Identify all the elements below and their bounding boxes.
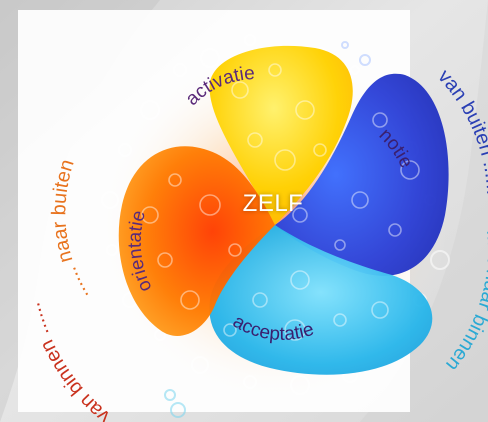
outer-label-naar-buiten: ...... naar buiten xyxy=(48,157,93,305)
outer-label-van-binnen-dots: ...... xyxy=(22,300,53,339)
outer-label-naar-buiten-dots: ...... xyxy=(59,264,94,305)
inner-bubble-texture xyxy=(141,63,420,341)
center-label-zelf: ZELF xyxy=(242,190,304,217)
petal-orientatie xyxy=(118,146,275,336)
outer-label-van-binnen: van binnen ...... xyxy=(22,300,114,422)
outer-label-naar-binnen-text: naar binnen xyxy=(441,268,488,375)
petal-acceptatie xyxy=(209,225,433,375)
outer-label-naar-binnen-dots: ...... xyxy=(482,228,488,264)
petal-activatie xyxy=(209,45,353,225)
outer-label-naar-buiten-text: naar buiten xyxy=(48,157,78,265)
outer-label-van-binnen-text: van binnen xyxy=(36,336,114,422)
outer-label-naar-binnen: ...... naar binnen xyxy=(441,228,488,375)
outer-label-van-buiten-dots: ...... xyxy=(478,159,488,196)
petal-notie xyxy=(275,73,449,276)
